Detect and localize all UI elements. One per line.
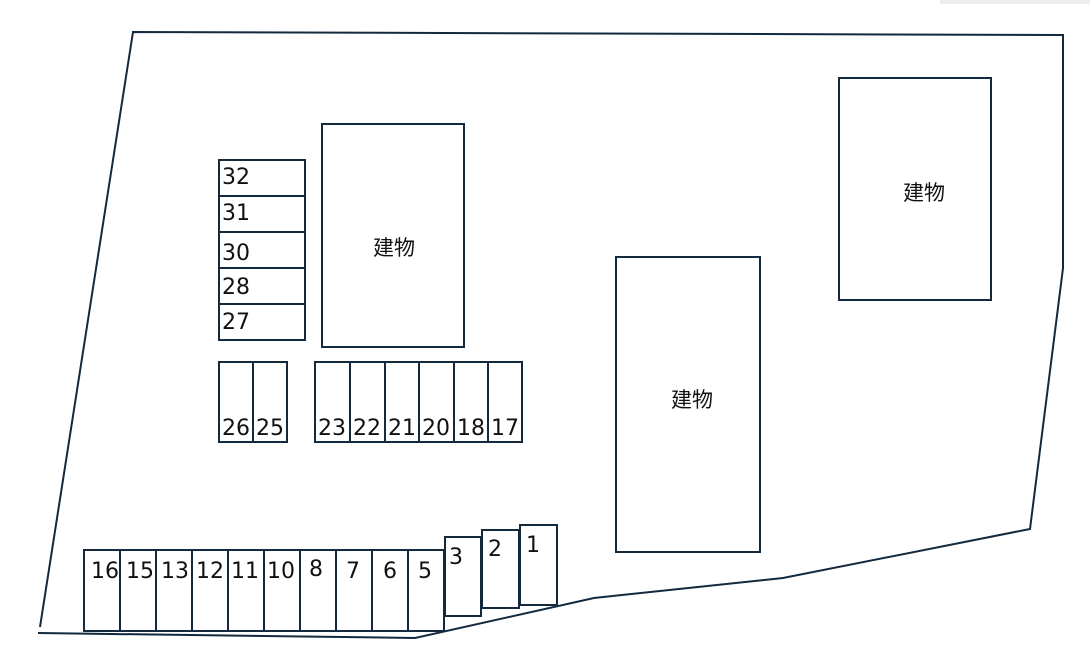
space-26: 26 [218,361,254,443]
window-corner-decoration [940,0,1090,4]
space-28: 28 [218,267,306,305]
building-center-label: 建物 [671,388,713,412]
building-left: 建物 [321,123,465,348]
space-number: 11 [231,559,259,584]
space-number: 12 [196,559,224,584]
space-number: 3 [449,545,463,570]
space-3: 3 [444,536,482,617]
space-32: 32 [218,159,306,197]
space-number: 16 [91,559,119,584]
space-number: 8 [309,557,323,582]
building-left-label: 建物 [373,236,415,260]
space-27: 27 [218,303,306,341]
space-number: 2 [488,537,502,562]
space-number: 21 [388,416,416,441]
space-10: 10 [263,549,301,632]
space-5: 5 [407,549,445,632]
space-23: 23 [314,361,351,443]
space-number: 7 [346,559,360,584]
building-right: 建物 [838,77,992,301]
space-number: 5 [418,559,432,584]
space-number: 13 [161,559,189,584]
space-number: 15 [126,559,154,584]
space-number: 30 [222,241,250,266]
space-number: 32 [222,165,250,190]
space-number: 22 [353,416,381,441]
space-number: 17 [491,416,519,441]
space-22: 22 [349,361,386,443]
property-boundary [37,30,1064,640]
space-number: 31 [222,201,250,226]
building-center: 建物 [615,256,761,553]
space-21: 21 [384,361,420,443]
space-number: 10 [267,559,295,584]
space-1: 1 [519,524,558,606]
space-13: 13 [155,549,193,632]
space-8: 8 [299,549,337,632]
space-number: 20 [422,416,450,441]
space-6: 6 [371,549,409,632]
space-number: 25 [256,416,284,441]
space-2: 2 [481,529,520,609]
space-number: 18 [457,416,485,441]
space-number: 1 [526,533,540,558]
space-number: 26 [222,416,250,441]
space-25: 25 [252,361,288,443]
space-30: 30 [218,231,306,269]
building-right-label: 建物 [903,181,945,205]
space-number: 28 [222,275,250,300]
space-number: 27 [222,310,250,335]
space-18: 18 [453,361,489,443]
space-7: 7 [335,549,373,632]
space-number: 6 [383,559,397,584]
space-17: 17 [487,361,523,443]
space-16: 16 [83,549,121,632]
space-12: 12 [191,549,229,632]
space-20: 20 [418,361,455,443]
space-31: 31 [218,195,306,233]
space-15: 15 [119,549,157,632]
space-number: 23 [318,416,346,441]
space-11: 11 [227,549,265,632]
